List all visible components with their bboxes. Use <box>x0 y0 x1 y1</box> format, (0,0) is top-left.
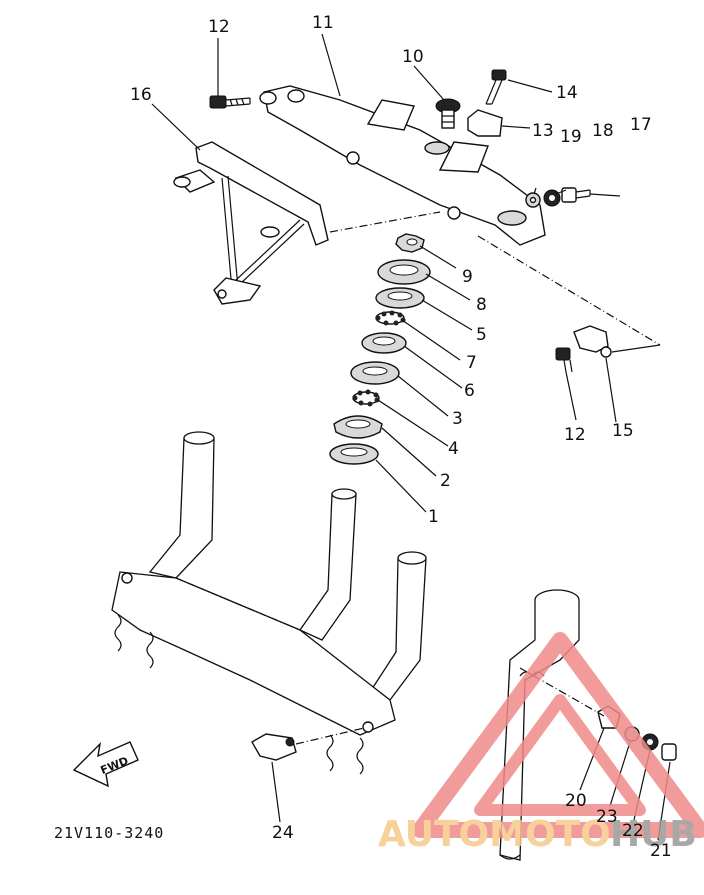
bolt-12-top <box>209 95 251 109</box>
label-17: 17 <box>630 115 652 135</box>
label-8: 8 <box>476 295 487 315</box>
label-2: 2 <box>440 471 451 491</box>
label-23: 23 <box>596 807 618 827</box>
bolt-10 <box>435 98 461 129</box>
watermark-logo: AUTOMOTO HUB <box>378 632 704 855</box>
bolt-12-right <box>555 347 573 373</box>
watermark-text-left: AUTOMOTO <box>378 814 611 855</box>
upper-bracket-11 <box>259 85 546 246</box>
label-7: 7 <box>466 353 477 373</box>
label-11: 11 <box>312 13 334 33</box>
label-12-top: 12 <box>208 17 230 37</box>
label-16: 16 <box>130 85 152 105</box>
label-1: 1 <box>428 507 439 527</box>
label-5: 5 <box>476 325 487 345</box>
label-13: 13 <box>532 121 554 141</box>
label-22: 22 <box>622 821 644 841</box>
bearing-stack <box>329 233 431 465</box>
label-21: 21 <box>650 841 672 861</box>
frame-assembly <box>111 431 427 775</box>
part-labels: 12 11 10 14 16 13 19 18 17 9 8 5 7 6 3 4… <box>54 13 672 861</box>
label-18: 18 <box>592 121 614 141</box>
lower-bracket-16 <box>173 141 329 305</box>
label-10: 10 <box>402 47 424 67</box>
clamp-13 <box>467 109 503 137</box>
clip-24 <box>251 733 297 761</box>
bolt-21 <box>661 743 677 761</box>
label-19: 19 <box>560 127 582 147</box>
watermark-text-right: HUB <box>610 814 697 855</box>
label-9: 9 <box>462 267 473 287</box>
bolt-17 <box>561 187 591 203</box>
label-3: 3 <box>452 409 463 429</box>
label-24: 24 <box>272 823 294 843</box>
label-4: 4 <box>448 439 459 459</box>
label-6: 6 <box>464 381 475 401</box>
label-15: 15 <box>612 421 634 441</box>
washer-19 <box>525 192 541 208</box>
bolt-14 <box>485 69 507 105</box>
diagram-code: 21V110-3240 <box>54 824 164 842</box>
label-20: 20 <box>565 791 587 811</box>
label-12-right: 12 <box>564 425 586 445</box>
fwd-arrow: FWD <box>72 741 139 788</box>
washer-18 <box>543 189 561 207</box>
clamp-15 <box>573 325 612 358</box>
label-14: 14 <box>556 83 578 103</box>
